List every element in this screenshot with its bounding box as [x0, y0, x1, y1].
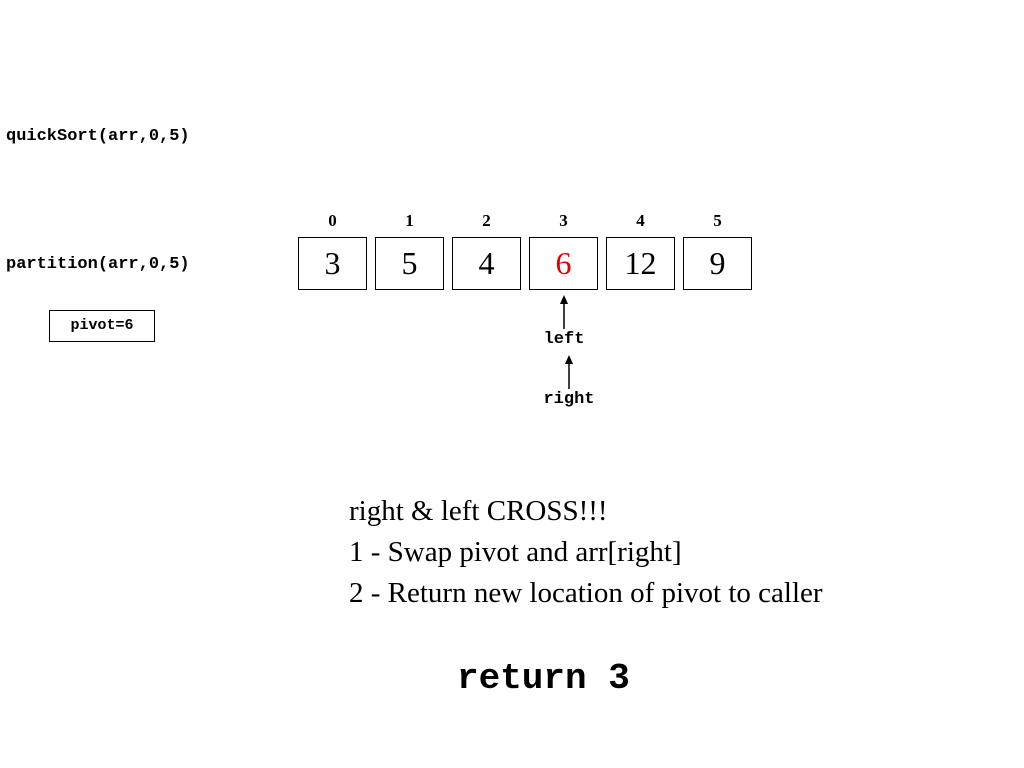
array-value-box: 5 [375, 237, 444, 290]
right-pointer: right [529, 355, 609, 409]
array-index-label: 4 [636, 211, 645, 230]
left-pointer-label: left [543, 330, 585, 349]
left-pointer: left [524, 295, 604, 349]
explanation-line: right & left CROSS!!! [349, 495, 608, 527]
array-index-label: 3 [559, 211, 568, 230]
up-arrow-icon [565, 355, 573, 389]
array-cell: 5 9 [683, 211, 752, 291]
array-value-box: 3 [298, 237, 367, 290]
array-value-box: 9 [683, 237, 752, 290]
explanation-line: 2 - Return new location of pivot to call… [349, 577, 823, 609]
array-index-label: 2 [482, 211, 491, 230]
array-value-box: 12 [606, 237, 675, 290]
array-cell: 4 12 [606, 211, 675, 291]
array-index-label: 1 [405, 211, 414, 230]
return-statement: return 3 [457, 658, 630, 699]
explanation-line: 1 - Swap pivot and arr[right] [349, 536, 682, 568]
array-cell: 3 6 [529, 211, 598, 291]
array-cell: 2 4 [452, 211, 521, 291]
array-index-label: 5 [713, 211, 722, 230]
array-diagram: 0 3 1 5 2 4 3 6 4 12 5 9 [298, 211, 758, 291]
explanation-text: right & left CROSS!!! 1 - Swap pivot and… [349, 491, 823, 614]
array-index-label: 0 [328, 211, 337, 230]
partition-call-label: partition(arr,0,5) [6, 255, 190, 274]
array-value-box: 6 [529, 237, 598, 290]
array-cell: 0 3 [298, 211, 367, 291]
right-pointer-label: right [543, 390, 595, 409]
array-cell: 1 5 [375, 211, 444, 291]
pivot-value-box: pivot=6 [49, 310, 155, 342]
array-value-box: 4 [452, 237, 521, 290]
quicksort-call-label: quickSort(arr,0,5) [6, 127, 190, 146]
up-arrow-icon [560, 295, 568, 329]
